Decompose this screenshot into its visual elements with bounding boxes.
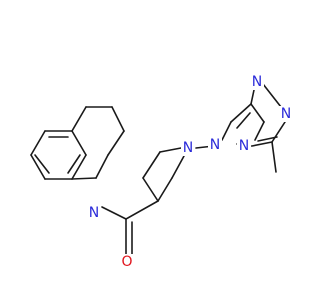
bond-13 [95, 154, 109, 179]
bond-27 [250, 103, 265, 123]
atom-label: O [121, 254, 132, 270]
molecule-canvas: N O N N N N N [30, 74, 293, 270]
atom-label: N [183, 140, 193, 156]
atom-n-pyridazine: N [208, 137, 222, 153]
atom-n-triazole-2: N [279, 106, 293, 122]
bond-7 [67, 154, 81, 174]
bond-3 [71, 154, 87, 180]
bond-30 [236, 112, 251, 129]
bond-26 [230, 103, 252, 123]
bond-25 [221, 121, 232, 141]
bond-5 [30, 154, 46, 180]
bond-35 [257, 136, 278, 142]
atom-label: N [89, 205, 99, 221]
bond-21 [142, 177, 159, 202]
bond-2 [71, 130, 87, 156]
bond-layer [30, 83, 286, 255]
bond-33 [271, 121, 286, 143]
bond-19 [157, 177, 173, 202]
atom-n-triazole-1: N [250, 74, 264, 90]
bond-9 [71, 106, 87, 132]
bond-15 [101, 206, 127, 220]
atom-label: N [239, 138, 249, 154]
atom-label: N [210, 137, 220, 153]
bond-8 [34, 154, 50, 174]
bond-0 [30, 130, 46, 156]
bond-22 [142, 151, 161, 179]
bond-20 [171, 155, 185, 179]
atom-label: N [252, 74, 262, 90]
atom-n-bridgehead: N [237, 138, 251, 154]
bond-34 [251, 141, 273, 147]
bond-32 [262, 83, 282, 108]
molecule-structure: N O N N N N N [30, 74, 293, 270]
bond-14 [71, 177, 97, 180]
atom-label: N [281, 106, 291, 122]
bond-12 [107, 130, 125, 156]
bond-31 [250, 89, 255, 105]
bond-11 [111, 106, 125, 132]
bond-28 [254, 121, 265, 141]
atom-n-tetrahydroisoquinoline: N [87, 205, 101, 221]
bond-36 [271, 141, 277, 173]
bond-23 [159, 147, 182, 153]
atom-label-layer: N O N N N N N [87, 74, 293, 270]
bond-18 [125, 200, 159, 220]
atom-n-piperidine: N [181, 140, 195, 156]
atom-o-carbonyl: O [120, 254, 134, 270]
